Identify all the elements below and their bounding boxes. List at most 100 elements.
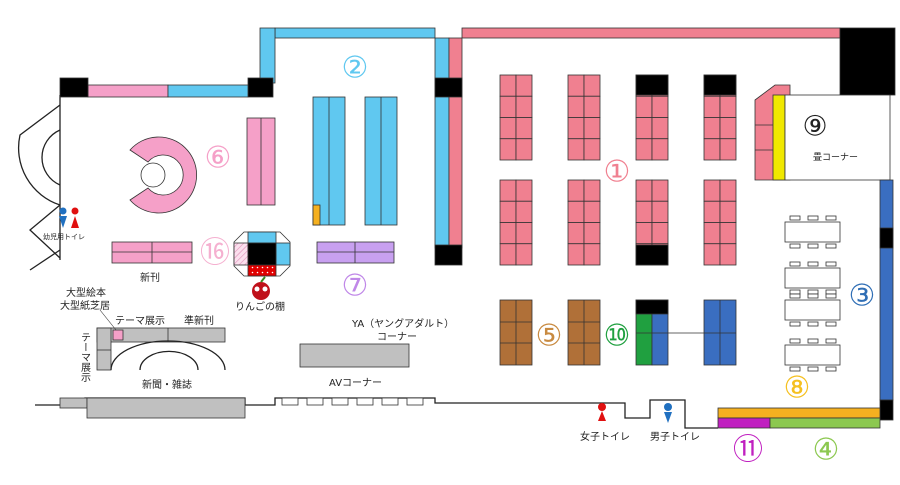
shelf-unit (703, 138, 721, 161)
av-booth (281, 397, 299, 406)
shelf-unit (703, 200, 721, 223)
zone-7-label: ⑦ (342, 269, 369, 304)
zone-6-shelves (129, 117, 276, 214)
zone-5-shelves (499, 299, 601, 366)
shelf-unit (567, 179, 585, 202)
shelf-unit (703, 95, 721, 118)
shelf-unit (583, 95, 601, 118)
shelf-unit (703, 117, 721, 140)
shelf-unit (651, 95, 669, 118)
av-booth (331, 397, 349, 406)
infant-toilet-icon (59, 207, 79, 228)
shelf-unit (567, 95, 585, 118)
shelf-unit (635, 117, 653, 140)
shelf-unit (651, 200, 669, 223)
shelf-unit (635, 222, 653, 245)
shelf-unit (499, 117, 517, 140)
zone-2-shelves (312, 96, 398, 226)
shelf-unit (499, 200, 517, 223)
shelf-unit (515, 138, 533, 161)
chair (825, 289, 837, 295)
shelf-unit (515, 179, 533, 202)
shelf-unit (703, 179, 721, 202)
reading-tables (784, 215, 841, 372)
av-booth (356, 397, 374, 406)
shelf-unit (703, 243, 721, 266)
chair (807, 289, 819, 295)
shelf-unit (515, 74, 533, 97)
zone-5-label: ⑤ (536, 319, 563, 354)
large-picture-books-label: 大型絵本 (66, 286, 106, 299)
semi-new-books-label: 準新刊 (184, 314, 214, 327)
zone-10-label: ⑩ (604, 319, 631, 354)
shelf-end (635, 244, 669, 266)
shelf-unit (515, 117, 533, 140)
shelf-unit (719, 200, 737, 223)
shelf-unit (567, 222, 585, 245)
reading-table (784, 344, 841, 366)
shelf-unit (499, 74, 517, 97)
ya-corner-label-2: コーナー (377, 331, 417, 343)
mens-toilet-icon (664, 403, 672, 423)
shelf-unit (515, 95, 533, 118)
chair (789, 215, 801, 221)
chair (807, 366, 819, 372)
chair (807, 338, 819, 344)
chair (789, 243, 801, 249)
shelf-unit (651, 179, 669, 202)
newspaper-magazine-shelf (86, 397, 246, 419)
av-booths (281, 397, 424, 406)
chair (825, 366, 837, 372)
shelf-unit (651, 222, 669, 245)
shelf-end (703, 74, 737, 96)
bottom-shelves (717, 407, 881, 429)
mens-toilet-label: 男子トイレ (650, 431, 700, 443)
chair (825, 243, 837, 249)
chair (825, 338, 837, 344)
av-booth (306, 397, 324, 406)
womens-toilet-label: 女子トイレ (580, 430, 630, 443)
shelf-unit (583, 138, 601, 161)
shelf-unit (499, 243, 517, 266)
shelf-unit (499, 222, 517, 245)
shelf-unit (719, 222, 737, 245)
theme-display-side-label: テーマ展示 (79, 332, 91, 382)
new-books-label: 新刊 (140, 271, 160, 284)
zone-7-shelf (316, 241, 395, 264)
av-booth (381, 397, 399, 406)
new-books-shelf (111, 241, 193, 264)
shelf-unit (583, 243, 601, 266)
shelf-unit (499, 95, 517, 118)
shelf-unit (719, 117, 737, 140)
shelf-end (635, 74, 669, 96)
shelf-unit (719, 95, 737, 118)
chair (789, 321, 801, 327)
chair (789, 293, 801, 299)
chair (807, 243, 819, 249)
shelf-unit (567, 243, 585, 266)
zone-8-label: ⑧ (784, 371, 811, 406)
shelf-unit (651, 138, 669, 161)
shelf-unit (567, 138, 585, 161)
shelf-unit (583, 179, 601, 202)
shelf-unit (635, 138, 653, 161)
shelf-unit (515, 243, 533, 266)
zone-6-label: ⑥ (205, 141, 232, 176)
ya-corner-label: YA（ヤングアダルト） (351, 317, 454, 330)
shelf-unit (719, 243, 737, 266)
shelf-unit (635, 95, 653, 118)
zone-3-label: ③ (849, 279, 876, 314)
shelf-unit (651, 117, 669, 140)
zone-1-label: ① (604, 155, 631, 190)
chair (825, 293, 837, 299)
shelf-unit (499, 179, 517, 202)
zone-3-shelves (879, 179, 894, 421)
shelf-unit (583, 222, 601, 245)
shelf-unit (719, 179, 737, 202)
chair (789, 366, 801, 372)
av-corner-shelf (299, 343, 410, 368)
large-kamishibai-label: 大型紙芝居 (60, 299, 110, 312)
tatami-corner-label: 畳コーナー (813, 152, 858, 163)
shelf-unit (567, 74, 585, 97)
chair (807, 215, 819, 221)
